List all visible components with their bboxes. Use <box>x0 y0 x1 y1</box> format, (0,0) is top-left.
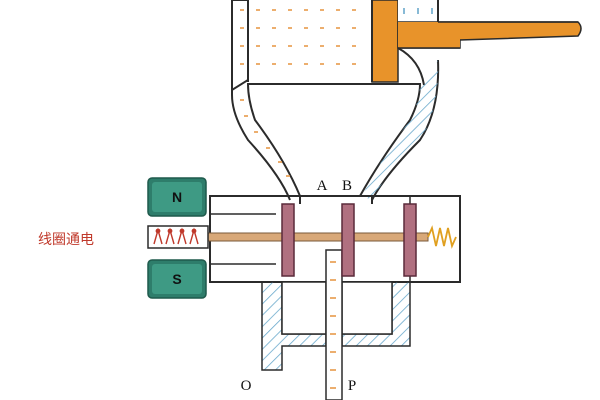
actuator-rod <box>397 21 582 49</box>
magnet-n-label: N <box>172 189 182 205</box>
pressure-channel <box>325 249 343 400</box>
return-spring <box>427 225 457 249</box>
solenoid-coil <box>147 225 209 249</box>
upper-cylinder-left <box>231 0 249 95</box>
magnet-s-label: S <box>172 271 181 287</box>
upper-oil-marks <box>240 9 356 65</box>
spool-land-3 <box>403 203 417 277</box>
coil-status-label: 线圈通电 <box>38 232 94 248</box>
port-b-label: B <box>342 178 352 194</box>
magnet-north <box>147 177 207 217</box>
magnet-south <box>147 259 207 299</box>
drain-channel-hatch <box>362 60 439 200</box>
port-p-label: P <box>348 378 356 394</box>
lower-chambers <box>281 281 393 335</box>
spool-land-1 <box>281 203 295 277</box>
port-openings-top <box>299 196 373 204</box>
spool <box>149 203 429 277</box>
port-a-label: A <box>317 178 328 194</box>
spool-land-2 <box>341 203 355 277</box>
port-o-label: O <box>241 378 252 394</box>
